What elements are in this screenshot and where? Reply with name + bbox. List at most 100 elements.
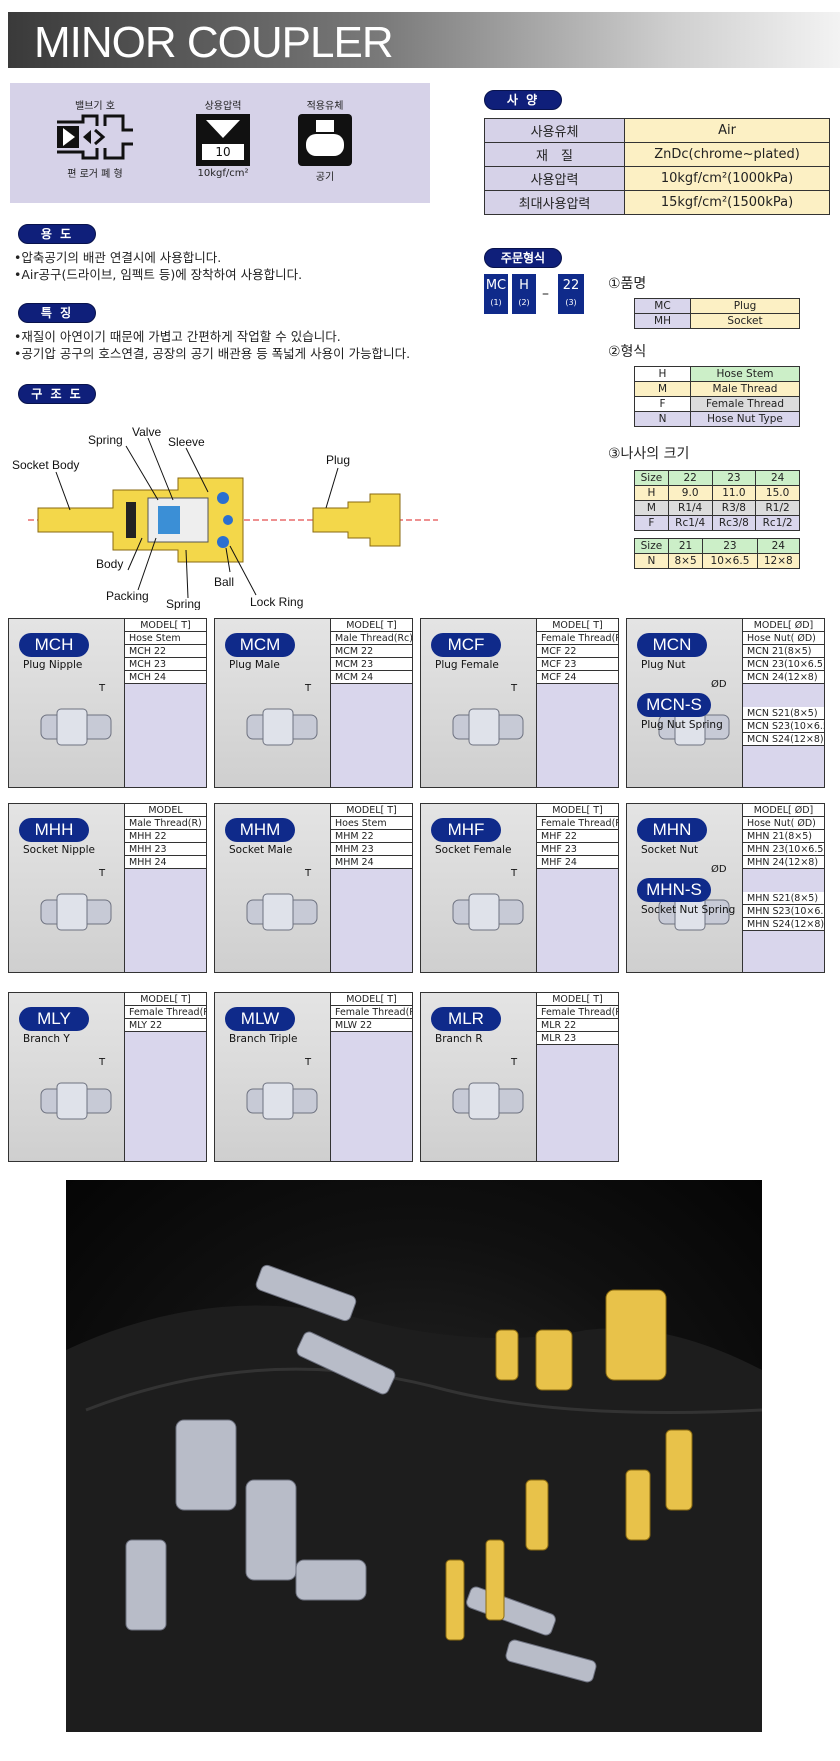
spec-value: 10kgf/cm²(1000kPa)	[624, 166, 830, 191]
product-name: Socket Female	[435, 844, 512, 856]
valve-icon-label: 밸브기 호	[75, 101, 115, 112]
order-code-num: (2)	[518, 298, 530, 307]
model-table: MODEL[ ØD]Hose Nut( ØD)MHN 21(8×5)MHN 23…	[742, 804, 824, 972]
model-header: MODEL[ T]	[331, 619, 412, 632]
model-item: MLR 22	[537, 1019, 618, 1032]
cell: Female Thread	[690, 396, 800, 412]
order-code-part-1: MC (1)	[484, 274, 508, 314]
label-ball: Ball	[214, 575, 234, 589]
cell: H	[634, 485, 669, 501]
structure-title-pill: 구 조 도	[18, 384, 96, 404]
cell: MH	[634, 313, 691, 329]
order-code-dash: –	[542, 286, 549, 302]
model-item: MCH 22	[125, 645, 206, 658]
model-item: MCH 23	[125, 658, 206, 671]
cell: 23	[702, 538, 758, 554]
cell: 22	[667, 470, 713, 486]
cell: Plug	[690, 298, 800, 314]
model-type: Female Thread(Rc)	[331, 1006, 412, 1019]
model-item: MHM 22	[331, 830, 412, 843]
model-item: MHM 24	[331, 856, 412, 869]
model-item: MLY 22	[125, 1019, 206, 1032]
product-image	[452, 708, 524, 746]
model-item: MCN 21(8×5)	[743, 645, 824, 658]
product-image	[452, 1082, 524, 1120]
model-header: MODEL[ ØD]	[743, 619, 824, 632]
model-type: Female Thread(Rc)	[537, 817, 618, 830]
product-photo	[66, 1180, 763, 1732]
cell: Rc1/4	[667, 515, 713, 531]
product-name: Plug Male	[229, 659, 280, 671]
cell: 11.0	[711, 485, 757, 501]
product-image	[40, 708, 112, 746]
product-name: Socket Male	[229, 844, 293, 856]
cell: N	[634, 411, 691, 427]
model-item: MHF 23	[537, 843, 618, 856]
model-item: MHF 22	[537, 830, 618, 843]
cell: Hose Nut Type	[690, 411, 800, 427]
cell: MC	[634, 298, 691, 314]
spec-key: 최대사용압력	[484, 190, 625, 215]
cell: 8×5	[667, 553, 704, 569]
dimension-mark: T	[99, 1057, 106, 1068]
cell: Hose Stem	[690, 366, 800, 382]
product-name: Branch Triple	[229, 1033, 298, 1045]
model-header: MODEL[ T]	[125, 619, 206, 632]
section-type-title: ②형식	[608, 344, 647, 360]
dimension-mark: ØD	[711, 679, 727, 690]
spec-value: Air	[624, 118, 830, 143]
label-sleeve: Sleeve	[168, 435, 205, 449]
product-code-pill-spring: MCN-S	[637, 693, 711, 717]
model-header: MODEL[ T]	[537, 804, 618, 817]
model-item: MCM 24	[331, 671, 412, 684]
fluid-icon-caption: 공기	[315, 172, 335, 183]
model-table: MODEL[ T]Female Thread(Rc)MLW 22	[330, 993, 412, 1161]
product-card-mhn: MODEL[ ØD]Hose Nut( ØD)MHN 21(8×5)MHN 23…	[626, 803, 825, 973]
model-item: MHM 23	[331, 843, 412, 856]
model-item: MCF 22	[537, 645, 618, 658]
model-header: MODEL[ T]	[125, 993, 206, 1006]
label-packing: Packing	[106, 589, 149, 603]
cell: 24	[756, 538, 801, 554]
feature-line: •공기압 공구의 호스연결, 공장의 공기 배관용 등 폭넓게 사용이 가능합니…	[14, 346, 411, 361]
model-item: MCF 23	[537, 658, 618, 671]
model-item-spring: MCN S21(8×5)	[743, 707, 824, 720]
product-code-pill: MHF	[431, 818, 501, 842]
pressure-icon-caption: 10kgf/cm²	[197, 168, 249, 179]
model-item: MCM 22	[331, 645, 412, 658]
model-type: Hose Nut( ØD)	[743, 632, 824, 645]
product-code-pill: MCM	[225, 633, 295, 657]
fluid-icon-label: 적용유체	[306, 101, 344, 112]
fluid-icon-group: 적용유체 공기	[280, 97, 370, 183]
dimension-mark: T	[305, 868, 312, 879]
page-title: MINOR COUPLER	[34, 18, 394, 67]
product-card-mlw: MODEL[ T]Female Thread(Rc)MLW 22MLWBranc…	[214, 992, 413, 1162]
pressure-gauge-icon: 10	[196, 114, 250, 166]
model-type: Female Thread(Rc)	[125, 1006, 206, 1019]
product-name-spring: Socket Nut Spring	[641, 904, 736, 916]
cell: Socket	[690, 313, 800, 329]
model-header: MODEL[ ØD]	[743, 804, 824, 817]
structure-diagram: Socket Body Spring Valve Sleeve Body Pac…	[8, 420, 448, 611]
cell: F	[634, 396, 691, 412]
model-item: MCH 24	[125, 671, 206, 684]
spec-value: 15kgf/cm²(1500kPa)	[624, 190, 830, 215]
spec-key: 사용압력	[484, 166, 625, 191]
feature-line: •재질이 아연이기 때문에 가볍고 간편하게 작업할 수 있습니다.	[14, 329, 341, 344]
features-title-pill: 특 징	[18, 303, 96, 323]
model-item: MHH 23	[125, 843, 206, 856]
cell: 23	[711, 470, 757, 486]
cell: N	[634, 553, 669, 569]
label-spring-top: Spring	[88, 433, 123, 447]
dimension-mark: T	[511, 1057, 518, 1068]
